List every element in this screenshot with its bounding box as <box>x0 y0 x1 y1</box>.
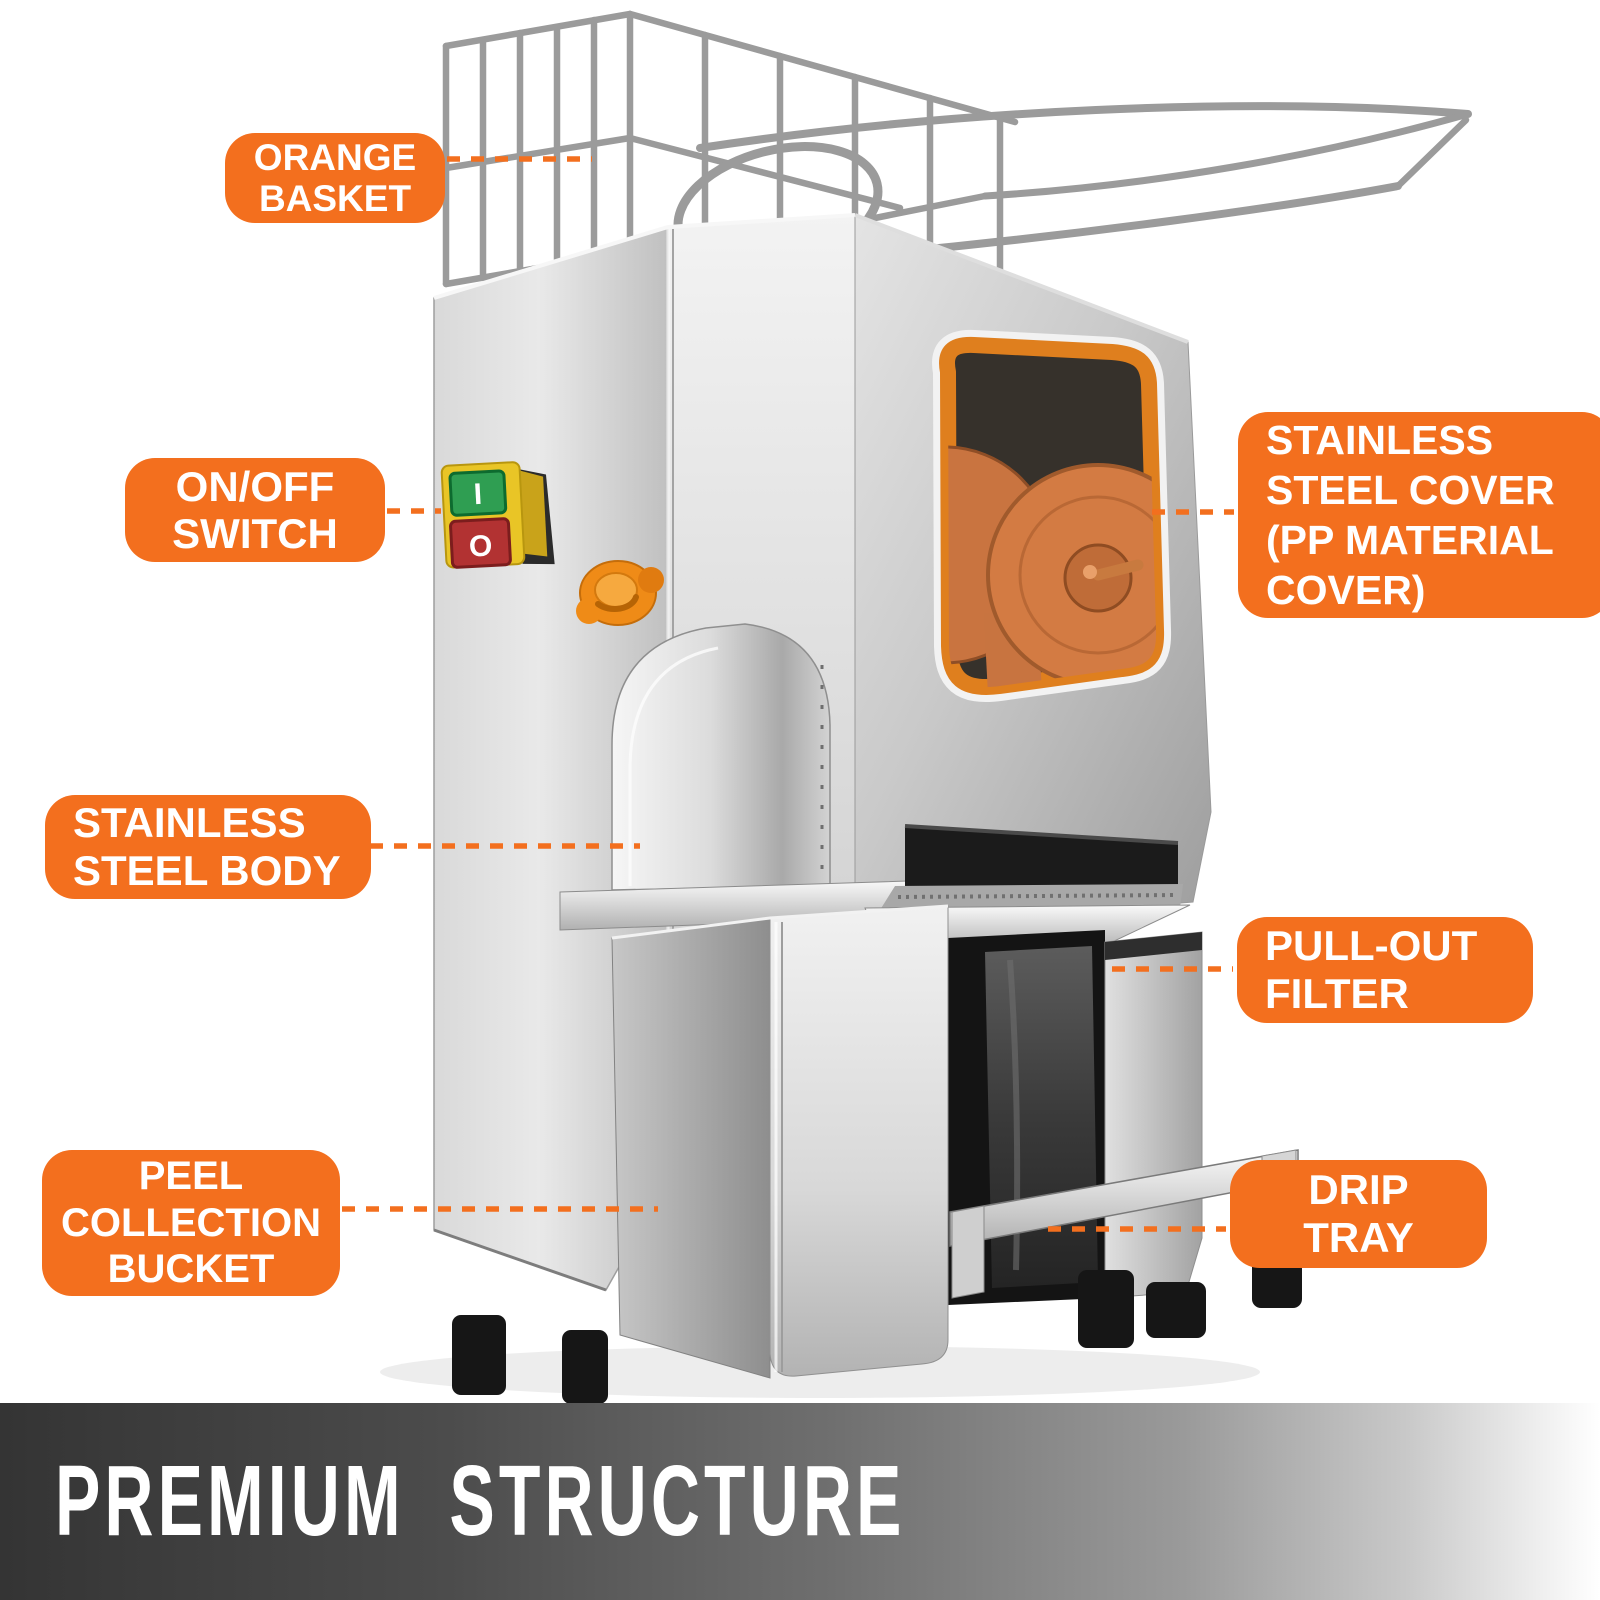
callout-line: BASKET <box>258 178 412 219</box>
callout-line: ON/OFF <box>175 462 335 510</box>
callout-line: COVER) <box>1266 567 1426 614</box>
callout-line: PULL-OUT <box>1265 922 1478 970</box>
callout-line: PEEL <box>138 1153 244 1198</box>
callout-line: FILTER <box>1265 970 1409 1017</box>
callout-stainless-steel-cover: STAINLESS STEEL COVER (PP MATERIAL COVER… <box>1238 412 1600 618</box>
callout-line: TRAY <box>1303 1214 1414 1261</box>
callout-line: STAINLESS <box>1266 416 1494 463</box>
callout-line: BUCKET <box>107 1247 275 1292</box>
callout-peel-collection-bucket: PEEL COLLECTION BUCKET <box>42 1150 340 1296</box>
callout-line: ORANGE <box>253 136 417 178</box>
callout-line: STEEL COVER <box>1266 466 1555 513</box>
bottom-banner: PREMIUM STRUCTURE <box>0 1403 1600 1600</box>
switch-on-button[interactable] <box>448 469 508 517</box>
callout-line: STEEL BODY <box>73 847 341 894</box>
peel-collection-bucket[interactable] <box>611 904 949 1379</box>
stainless-steel-cover-window <box>932 329 1172 702</box>
callout-on-off-switch: ON/OFF SWITCH <box>125 458 385 562</box>
callout-line: COLLECTION <box>61 1200 321 1245</box>
banner-title: PREMIUM STRUCTURE <box>55 1445 906 1557</box>
switch-on-glyph: I <box>473 478 483 511</box>
rubber-feet <box>452 1244 1302 1404</box>
callout-line: (PP MATERIAL <box>1266 517 1554 563</box>
switch-off-button[interactable] <box>449 517 512 569</box>
callout-line: DRIP <box>1308 1166 1409 1214</box>
filter-housing-box <box>1104 931 1203 1299</box>
callout-line: STAINLESS <box>73 799 306 847</box>
on-off-switch[interactable]: I O <box>440 460 555 570</box>
callout-line: SWITCH <box>172 510 338 557</box>
callout-stainless-steel-body: STAINLESS STEEL BODY <box>45 795 371 899</box>
callout-orange-basket: ORANGE BASKET <box>225 133 445 223</box>
orange-knob[interactable] <box>576 560 664 626</box>
callout-drip-tray: DRIP TRAY <box>1230 1160 1487 1268</box>
callout-pull-out-filter: PULL-OUT FILTER <box>1237 917 1533 1023</box>
switch-off-glyph: O <box>468 529 493 563</box>
